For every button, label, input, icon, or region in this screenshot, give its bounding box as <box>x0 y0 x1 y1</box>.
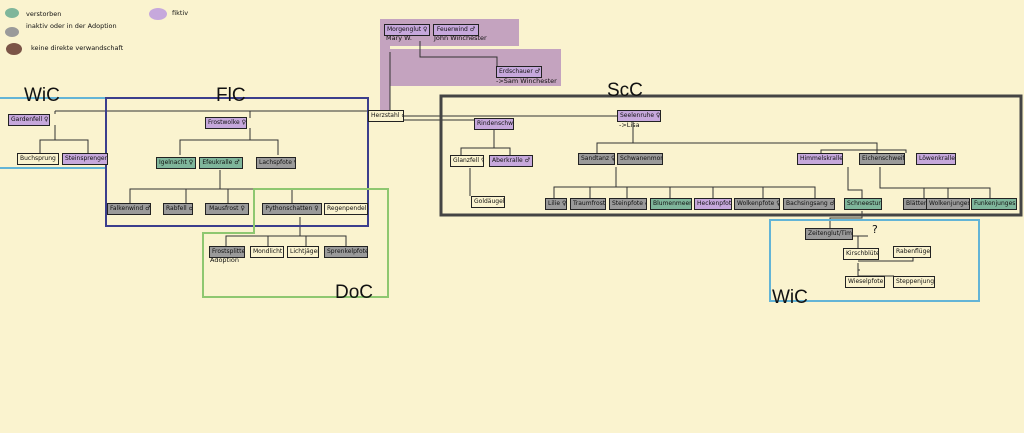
group-label-wic-right: WiC <box>772 287 808 308</box>
legend-deceased-swatch <box>5 8 19 18</box>
node-lilie: Lilie ♀ <box>545 198 567 210</box>
node-erdschauer: Erdschauer ♂ <box>496 66 542 78</box>
line-parents-erdschauer <box>419 41 498 66</box>
legend-deceased-label: verstorben <box>26 10 62 18</box>
node-glanzfell: Glanzfell ♀ <box>450 155 484 167</box>
node-funkenjunges: Funkenjunges ♂ <box>971 198 1017 210</box>
node-frostwolke: Frostwolke ♀ <box>205 117 247 129</box>
line-python <box>225 217 347 246</box>
node-mondlicht: Mondlicht ♀ <box>250 246 284 258</box>
node-heckenpfote: Heckenpfote ♀ <box>694 198 732 210</box>
node-igelnacht: Igelnacht ♀ <box>156 157 196 169</box>
note-sam: ->Sam Winchester <box>496 77 557 85</box>
node-seelenruhe: Seelenruhe ♀ <box>617 110 661 122</box>
node-rabfell: Rabfell ♂ <box>163 203 193 215</box>
group-label-doc: DoC <box>335 282 374 303</box>
node-gardenfell: Gardenfell ♀ <box>8 114 50 126</box>
line-sandtanz <box>553 167 816 198</box>
node-kirschblute: Kirschblüte ♀ <box>843 248 879 260</box>
node-falkenwind: Falkenwind ♂ <box>107 203 151 215</box>
wic-left-border <box>0 97 107 169</box>
wic-right-border <box>769 219 980 302</box>
node-morgenglut: Morgenglut ♀ <box>384 24 430 36</box>
line-frostwolke <box>179 111 279 155</box>
node-eichenschweif: Eichenschweif ♀ <box>859 153 905 165</box>
node-pythonschatten: Pythonschatten ♀ <box>262 203 322 215</box>
node-sandtanz: Sandtanz ♀ <box>578 153 615 165</box>
legend-inactive-label: inaktiv oder in der Adoption <box>26 22 117 30</box>
node-steinsprenger: Steinsprenger ♂ <box>62 153 108 165</box>
node-buchsprung: Buchsprung ♂ <box>17 153 59 165</box>
legend-fictional-swatch <box>149 8 167 20</box>
note-adoption: Adoption <box>210 256 240 264</box>
node-steppenjunges: Steppenjunges ♂ <box>893 276 935 288</box>
node-efeukralle: Efeukralle ♂ <box>199 157 243 169</box>
doc-border <box>202 188 389 298</box>
node-blumenmeer: Blumenmeer ♀ <box>650 198 692 210</box>
note-lisa: ->Lisa <box>619 121 640 129</box>
node-schwanenmond: Schwanenmond ♂ <box>617 153 663 165</box>
scc-border <box>439 94 1023 217</box>
legend-norelation-swatch <box>6 43 22 55</box>
line-spine <box>55 110 604 121</box>
node-lowenkralle: Löwenkralle ♂ <box>916 153 956 165</box>
node-rindenschwarz: Rindenschwarz ♂ <box>474 118 514 130</box>
node-bachsingsang: Bachsingsang ♂ <box>783 198 835 210</box>
group-label-wic-left: WiC <box>24 85 60 106</box>
node-lichtjager: Lichtjäger ♂ <box>287 246 319 258</box>
node-wolkenjunges: Wolkenjunges ♂ <box>926 198 970 210</box>
node-aberkralle: Aberkralle ♂ <box>489 155 533 167</box>
node-traumfrost: Traumfrost ♀ <box>570 198 606 210</box>
node-himmelskralle: Himmelskralle ♂ <box>797 153 843 165</box>
node-rabenflugel: Rabenflügel ♂ <box>893 246 931 258</box>
node-zeitenglut: Zeitenglut/Time ♀ <box>805 228 853 240</box>
node-mausfrost: Mausfrost ♀ <box>205 203 249 215</box>
node-steinpfote: Steinpfote ♂ <box>609 198 647 210</box>
node-herzstahl: Herzstahl ♂ <box>368 110 404 122</box>
legend-norelation-label: keine direkte verwandschaft <box>31 44 124 52</box>
line-gardenfell <box>39 111 89 153</box>
note-unknown: ? <box>872 223 878 236</box>
legend-inactive-swatch <box>5 27 19 37</box>
note-mary: Mary W. <box>386 34 412 42</box>
node-sprenkelpfote: Sprenkelpfote ♀ <box>324 246 368 258</box>
node-regenpendel: Regenpendel ♂ <box>324 203 368 215</box>
note-john: John Winchester <box>434 34 487 42</box>
node-feuerwind: Feuerwind ♂ <box>433 24 479 36</box>
legend-fictional-label: fiktiv <box>172 9 189 17</box>
node-wieselpfote: Wieselpfote ♂ <box>845 276 885 288</box>
group-label-scc: ScC <box>607 80 643 101</box>
node-frostsplitter: Frostsplitter ♀ <box>209 246 245 258</box>
line-eichen <box>847 167 991 198</box>
line-efeukralle <box>129 170 293 203</box>
node-schneesturm: Schneesturm ♀ <box>844 198 882 210</box>
group-label-flc: FlC <box>216 85 246 106</box>
node-lachspfote: Lachspfote ♀ <box>256 157 296 169</box>
node-wolkenpfote: Wolkenpfote ♀ <box>734 198 780 210</box>
mauve-band-stem <box>380 46 390 111</box>
node-goldaugel: Goldäugel ♂ <box>471 196 505 208</box>
